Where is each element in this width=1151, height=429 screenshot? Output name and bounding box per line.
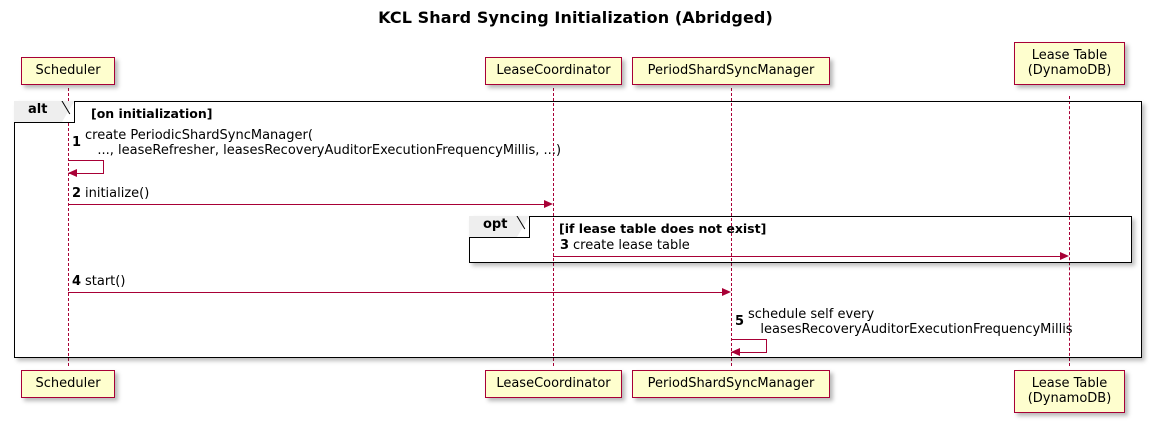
message-1-number: 1 — [72, 135, 82, 150]
alt-tab-notch — [62, 101, 74, 122]
message-4-label: start() — [85, 274, 126, 289]
alt-fragment — [14, 101, 1142, 358]
lifeline-scheduler — [68, 88, 69, 366]
message-3-number: 3 — [560, 238, 570, 253]
diagram-title: KCL Shard Syncing Initialization (Abridg… — [378, 8, 773, 27]
message-2-label: initialize() — [85, 186, 150, 201]
participant-periodshardsyncmanager-top[interactable]: PeriodShardSyncManager — [632, 57, 830, 85]
participant-leasetable-bottom[interactable]: Lease Table (DynamoDB) — [1014, 370, 1125, 413]
message-5-selfloop — [731, 339, 767, 353]
opt-fragment-kind: opt — [483, 217, 508, 232]
message-2-number: 2 — [72, 186, 82, 201]
message-3-arrowhead — [1060, 251, 1069, 260]
lifeline-leasecoordinator — [553, 88, 554, 366]
message-3-label: create lease table — [573, 238, 690, 253]
message-4-line — [68, 292, 724, 293]
participant-leasecoordinator-bottom[interactable]: LeaseCoordinator — [485, 370, 622, 398]
message-1-selfloop — [68, 160, 104, 174]
opt-fragment-guard: [if lease table does not exist] — [559, 221, 767, 236]
message-2-line — [68, 204, 546, 205]
participant-leasetable-top[interactable]: Lease Table (DynamoDB) — [1014, 42, 1125, 85]
message-3-line — [553, 256, 1061, 257]
message-2-arrowhead — [544, 199, 553, 208]
message-1-label: create PeriodicShardSyncManager( ..., le… — [85, 128, 562, 158]
alt-fragment-guard: [on initialization] — [91, 106, 213, 121]
opt-fragment — [469, 216, 1132, 263]
message-5-number: 5 — [735, 314, 745, 329]
lifeline-periodshardsyncmanager — [731, 88, 732, 366]
participant-scheduler-bottom[interactable]: Scheduler — [21, 370, 115, 398]
message-4-number: 4 — [72, 274, 82, 289]
alt-fragment-kind: alt — [28, 102, 48, 117]
message-4-arrowhead — [722, 287, 731, 296]
message-1-arrowhead — [68, 169, 77, 177]
participant-periodshardsyncmanager-bottom[interactable]: PeriodShardSyncManager — [632, 370, 830, 398]
message-5-label: schedule self every leasesRecoveryAudito… — [748, 307, 1073, 337]
opt-tab-notch — [517, 216, 529, 237]
opt-fragment-tab: opt — [469, 216, 530, 238]
lifeline-leasetable — [1069, 96, 1070, 366]
alt-fragment-tab: alt — [14, 101, 75, 123]
participant-leasecoordinator-top[interactable]: LeaseCoordinator — [485, 57, 622, 85]
message-5-arrowhead — [731, 348, 740, 356]
participant-scheduler-top[interactable]: Scheduler — [21, 57, 115, 85]
